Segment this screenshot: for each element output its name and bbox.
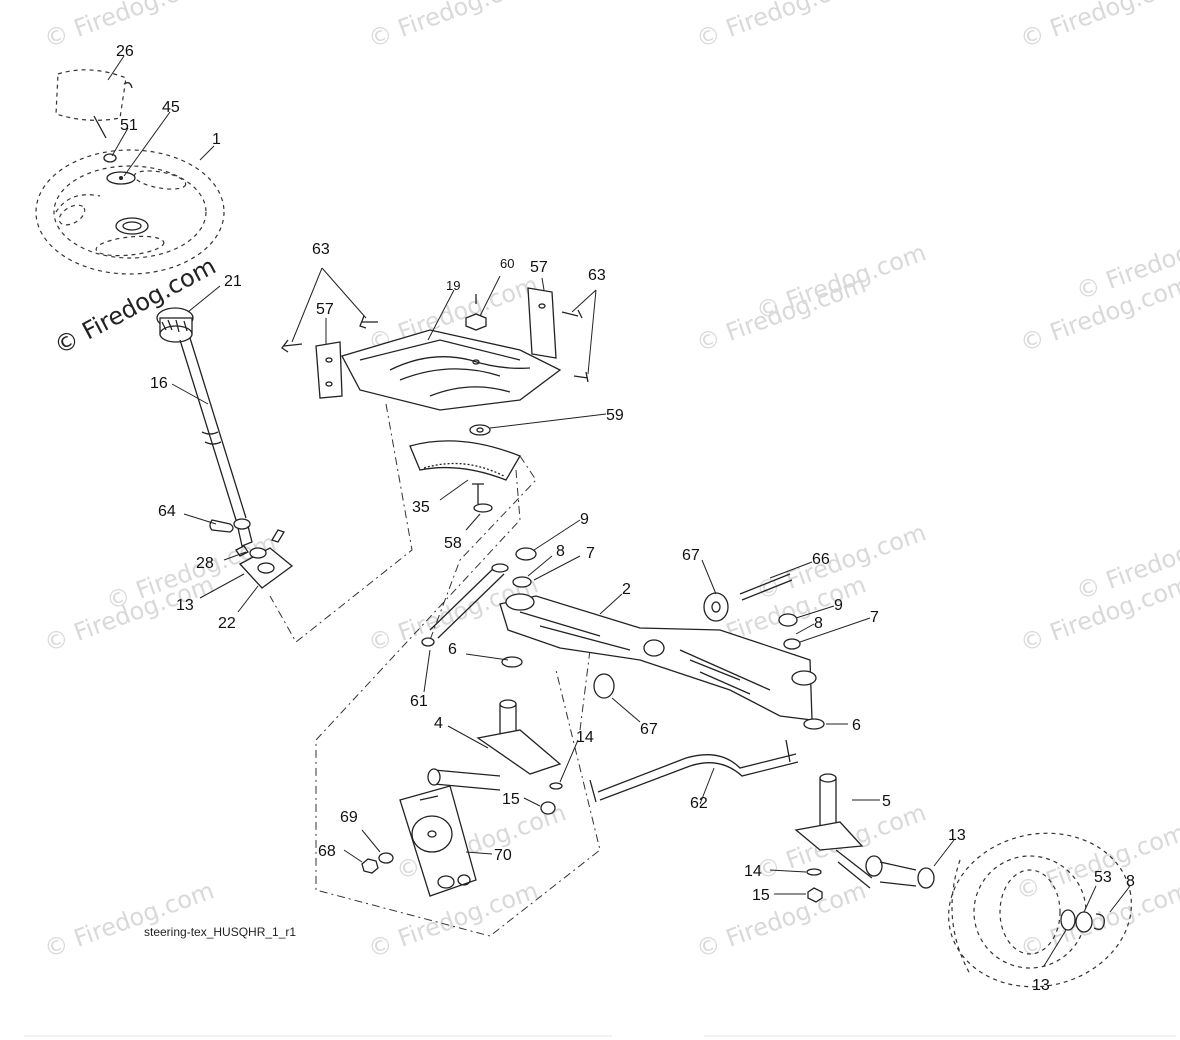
tie-rod	[589, 739, 799, 803]
callout-9: 9	[834, 597, 843, 614]
callout-1: 1	[212, 131, 221, 148]
drag-link	[421, 563, 509, 647]
callout-69: 69	[340, 809, 358, 826]
callout-6: 6	[852, 717, 861, 734]
watermark: © Firedog.com	[364, 876, 541, 963]
callout-2: 2	[622, 581, 631, 598]
guide-plate	[361, 785, 477, 897]
left-spindle	[427, 699, 563, 815]
callout-66: 66	[812, 551, 830, 568]
watermark: © Firedog.com	[692, 0, 869, 54]
callout-labels: 26 45 51 1 21 16 64 28 13 22 63 19 60 57…	[116, 43, 1135, 994]
watermark: © Firedog.com	[1016, 0, 1180, 54]
callout-68: 68	[318, 843, 336, 860]
callout-4: 4	[434, 715, 443, 732]
callout-5: 5	[882, 793, 891, 810]
steering-wheel	[35, 149, 225, 275]
callout-13: 13	[948, 827, 966, 844]
callout-6: 6	[448, 641, 457, 658]
callout-57: 57	[316, 301, 334, 318]
front-tire	[948, 832, 1132, 988]
watermark: © Firedog.com	[752, 238, 929, 325]
steering-bracket	[209, 519, 294, 589]
callout-8: 8	[1126, 873, 1135, 890]
callout-51: 51	[120, 117, 138, 134]
callout-26: 26	[116, 43, 134, 60]
callout-14: 14	[576, 729, 594, 746]
watermark: © Firedog.com	[364, 0, 541, 54]
callout-61: 61	[410, 693, 428, 710]
callout-53: 53	[1094, 869, 1112, 886]
callout-13: 13	[176, 597, 194, 614]
callout-63: 63	[588, 267, 606, 284]
front-axle	[499, 547, 825, 730]
callout-21: 21	[224, 273, 242, 290]
callout-13: 13	[1032, 977, 1050, 994]
diagram-caption: steering-tex_HUSQHR_1_r1	[144, 925, 296, 939]
callout-28: 28	[196, 555, 214, 572]
callout-7: 7	[586, 545, 595, 562]
callout-58: 58	[444, 535, 462, 552]
callout-63: 63	[312, 241, 330, 258]
connector-line	[429, 455, 537, 641]
leader-lines	[107, 55, 1131, 967]
callout-15: 15	[752, 887, 770, 904]
callout-57: 57	[530, 259, 548, 276]
callout-45: 45	[162, 99, 180, 116]
callout-35: 35	[412, 499, 430, 516]
callout-7: 7	[870, 609, 879, 626]
callout-8: 8	[556, 543, 565, 560]
callout-16: 16	[150, 375, 168, 392]
sector-gear	[409, 424, 521, 513]
callout-22: 22	[218, 615, 236, 632]
connector-line	[579, 649, 591, 731]
connector-line	[269, 403, 413, 643]
callout-67: 67	[640, 721, 658, 738]
watermark: © Firedog.com	[40, 876, 217, 963]
callout-9: 9	[580, 511, 589, 528]
steering-shaft	[156, 307, 253, 547]
steering-cap	[55, 69, 133, 139]
callout-14: 14	[744, 863, 762, 880]
right-spindle	[794, 773, 935, 903]
callout-60: 60	[500, 256, 514, 271]
callout-62: 62	[690, 795, 708, 812]
callout-15: 15	[502, 791, 520, 808]
callout-8: 8	[814, 615, 823, 632]
callout-19: 19	[446, 278, 460, 293]
steering-plate	[281, 287, 589, 411]
callout-67: 67	[682, 547, 700, 564]
watermark: © Firedog.com	[692, 876, 869, 963]
callout-64: 64	[158, 503, 176, 520]
callout-70: 70	[494, 847, 512, 864]
callout-59: 59	[606, 407, 624, 424]
